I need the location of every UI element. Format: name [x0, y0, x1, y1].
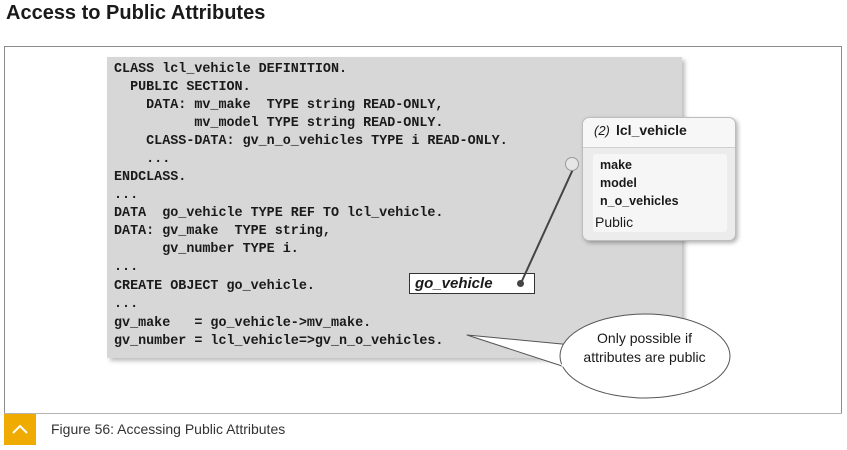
- object-port: [565, 157, 579, 171]
- object-attribute: make: [600, 158, 632, 172]
- page-title: Access to Public Attributes: [6, 2, 266, 24]
- object-class-name: lcl_vehicle: [616, 122, 687, 138]
- reference-variable-box: go_vehicle: [409, 273, 535, 294]
- code-line: ...: [114, 152, 171, 167]
- object-header: (2) lcl_vehicle: [583, 118, 735, 148]
- figure-caption: Figure 56: Accessing Public Attributes: [51, 421, 286, 437]
- callout-text: Only possible if attributes are public: [583, 330, 706, 365]
- object-attribute: model: [600, 176, 637, 190]
- chevron-up-icon: [12, 424, 28, 434]
- object-body: [593, 154, 727, 232]
- code-line: CLASS lcl_vehicle DEFINITION.: [114, 62, 348, 77]
- caption-toggle-button[interactable]: [4, 414, 36, 445]
- code-line: CREATE OBJECT go_vehicle.: [114, 279, 315, 294]
- code-line: ...: [114, 188, 139, 203]
- code-line: DATA go_vehicle TYPE REF TO lcl_vehicle.: [114, 206, 444, 221]
- code-line: mv_model TYPE string READ-ONLY.: [114, 116, 444, 131]
- code-line: gv_number TYPE i.: [114, 242, 299, 257]
- code-line: gv_make = go_vehicle->mv_make.: [114, 316, 372, 331]
- object-card: (2) lcl_vehicle make model n_o_vehicles …: [582, 117, 736, 241]
- reference-dot: [517, 280, 524, 287]
- object-visibility: Public: [595, 214, 634, 230]
- object-attribute: n_o_vehicles: [600, 194, 679, 208]
- code-line: DATA: gv_make TYPE string,: [114, 224, 331, 239]
- code-line: PUBLIC SECTION.: [114, 80, 251, 95]
- code-line: CLASS-DATA: gv_n_o_vehicles TYPE i READ-…: [114, 134, 508, 149]
- code-line: ...: [114, 297, 139, 312]
- code-line: ENDCLASS.: [114, 170, 187, 185]
- code-line: DATA: mv_make TYPE string READ-ONLY,: [114, 98, 444, 113]
- code-line: ...: [114, 260, 139, 275]
- code-line: gv_number = lcl_vehicle=>gv_n_o_vehicles…: [114, 334, 444, 349]
- figure-caption-bar: Figure 56: Accessing Public Attributes: [4, 413, 842, 445]
- object-index: (2): [594, 123, 610, 138]
- reference-variable-label: go_vehicle: [415, 275, 493, 292]
